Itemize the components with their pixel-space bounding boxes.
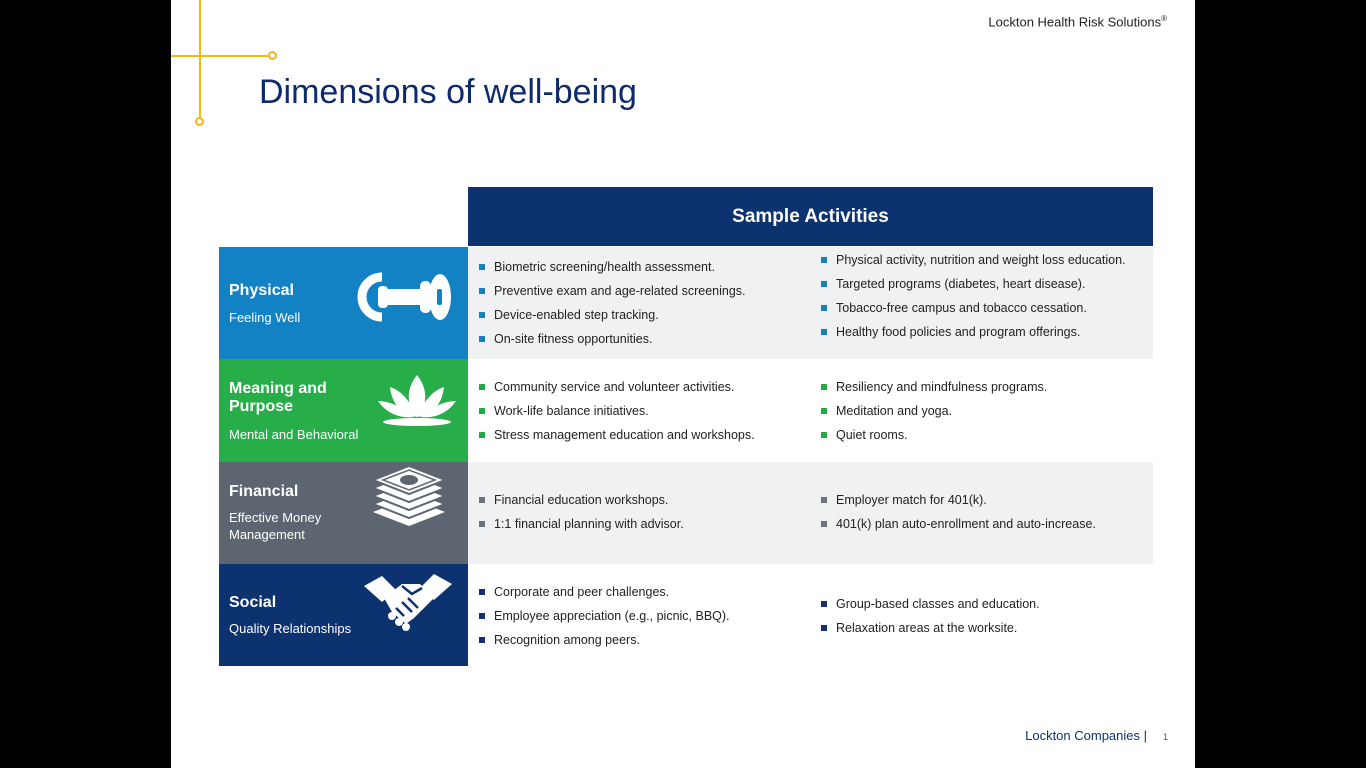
list-item: Group-based classes and education. bbox=[810, 596, 1145, 612]
dimension-label: Financial Effective Money Management bbox=[219, 462, 468, 564]
activities-left-column: Financial education workshops. 1:1 finan… bbox=[468, 462, 810, 564]
activities-right-column: Group-based classes and education. Relax… bbox=[810, 564, 1153, 666]
activities: Biometric screening/health assessment. P… bbox=[468, 247, 1153, 359]
activities-right-column: Physical activity, nutrition and weight … bbox=[810, 247, 1153, 359]
dimension-label: Meaning and Purpose Mental and Behaviora… bbox=[219, 359, 468, 462]
dimension-row-social: Social Quality Relationships Corporate a… bbox=[219, 564, 1153, 666]
lotus-icon bbox=[378, 375, 456, 426]
page-number: 1 bbox=[1162, 732, 1168, 742]
list-item: Healthy food policies and program offeri… bbox=[810, 324, 1145, 340]
list-item: Meditation and yoga. bbox=[810, 403, 1145, 419]
list-item: On-site fitness opportunities. bbox=[468, 331, 810, 347]
decorative-line-vertical bbox=[199, 0, 201, 120]
activities-left-column: Community service and volunteer activiti… bbox=[468, 359, 810, 462]
dimension-name: Financial bbox=[229, 483, 299, 500]
dimension-label: Social Quality Relationships bbox=[219, 564, 468, 666]
activities: Community service and volunteer activiti… bbox=[468, 359, 1153, 462]
list-item: Work-life balance initiatives. bbox=[468, 403, 810, 419]
dimension-name: Meaning and Purpose bbox=[229, 380, 327, 415]
list-item: Stress management education and workshop… bbox=[468, 427, 810, 443]
activities-right-column: Resiliency and mindfulness programs. Med… bbox=[810, 359, 1153, 462]
list-item: Resiliency and mindfulness programs. bbox=[810, 379, 1145, 395]
dimension-name: Social bbox=[229, 594, 277, 611]
handshake-icon bbox=[364, 574, 452, 631]
activities-right-column: Employer match for 401(k). 401(k) plan a… bbox=[810, 462, 1153, 564]
list-item: Targeted programs (diabetes, heart disea… bbox=[810, 276, 1145, 292]
page-title: Dimensions of well-being bbox=[259, 73, 637, 111]
decorative-line-horizontal bbox=[171, 55, 270, 57]
money-stack-icon bbox=[370, 464, 448, 526]
footer-company: Lockton Companies | bbox=[1025, 728, 1147, 743]
decorative-dot bbox=[268, 51, 277, 60]
activities-left-column: Biometric screening/health assessment. P… bbox=[468, 247, 810, 359]
dimension-row-physical: Physical Feeling Well Biometric screenin… bbox=[219, 247, 1153, 359]
dimension-name: Physical bbox=[229, 282, 294, 299]
list-item: Quiet rooms. bbox=[810, 427, 1145, 443]
activities: Corporate and peer challenges. Employee … bbox=[468, 564, 1153, 666]
list-item: Employee appreciation (e.g., picnic, BBQ… bbox=[468, 608, 810, 624]
dimension-subtitle: Feeling Well bbox=[229, 310, 301, 325]
list-item: Corporate and peer challenges. bbox=[468, 584, 810, 600]
list-item: Device-enabled step tracking. bbox=[468, 307, 810, 323]
list-item: Relaxation areas at the worksite. bbox=[810, 620, 1145, 636]
list-item: Recognition among peers. bbox=[468, 632, 810, 648]
dumbbell-icon bbox=[357, 272, 451, 322]
list-item: Preventive exam and age-related screenin… bbox=[468, 283, 810, 299]
brand-mark: ® bbox=[1161, 14, 1167, 23]
dimension-label: Physical Feeling Well bbox=[219, 247, 468, 359]
list-item: Financial education workshops. bbox=[468, 492, 810, 508]
dimension-subtitle: Effective Money Management bbox=[229, 510, 322, 542]
activities: Financial education workshops. 1:1 finan… bbox=[468, 462, 1153, 564]
list-item: Community service and volunteer activiti… bbox=[468, 379, 810, 395]
list-item: 1:1 financial planning with advisor. bbox=[468, 516, 810, 532]
activities-left-column: Corporate and peer challenges. Employee … bbox=[468, 564, 810, 666]
list-item: Tobacco-free campus and tobacco cessatio… bbox=[810, 300, 1145, 316]
list-item: Employer match for 401(k). bbox=[810, 492, 1145, 508]
dimension-row-financial: Financial Effective Money Management Fin… bbox=[219, 462, 1153, 564]
slide: Lockton Health Risk Solutions® Dimension… bbox=[171, 0, 1195, 768]
dimension-subtitle: Quality Relationships bbox=[229, 621, 352, 636]
dimension-subtitle: Mental and Behavioral bbox=[229, 427, 359, 442]
list-item: 401(k) plan auto-enrollment and auto-inc… bbox=[810, 516, 1145, 532]
table-header: Sample Activities bbox=[468, 187, 1153, 246]
list-item: Biometric screening/health assessment. bbox=[468, 259, 810, 275]
brand-name: Lockton Health Risk Solutions bbox=[988, 14, 1162, 30]
list-item: Physical activity, nutrition and weight … bbox=[810, 252, 1145, 268]
dimension-row-meaning-and-purpose: Meaning and Purpose Mental and Behaviora… bbox=[219, 359, 1153, 462]
brand-header: Lockton Health Risk Solutions® bbox=[988, 14, 1167, 29]
decorative-dot bbox=[195, 117, 204, 126]
